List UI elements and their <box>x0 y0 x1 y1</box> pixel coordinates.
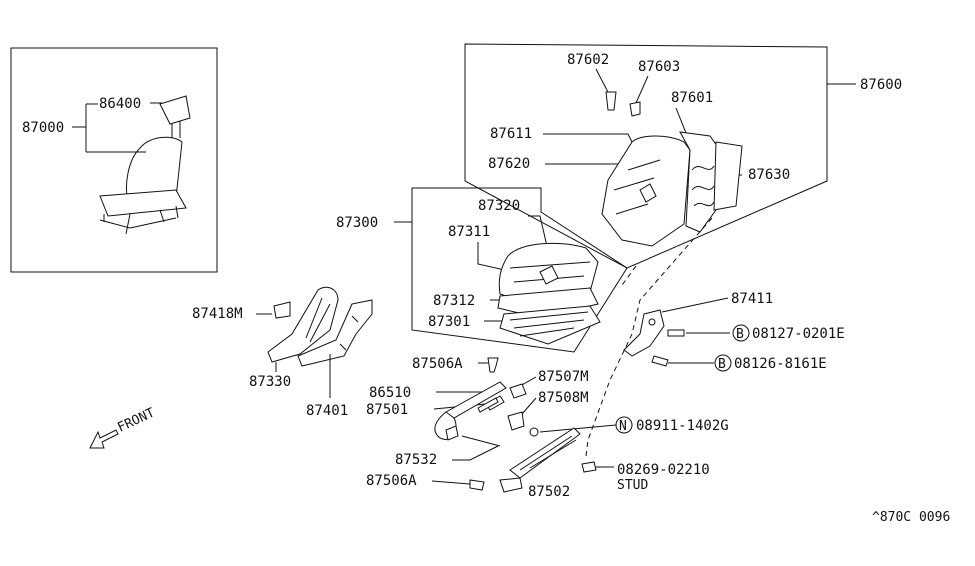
label-86400: 86400 <box>99 96 141 112</box>
marker-b-1 <box>732 324 750 342</box>
cushion-drawing <box>497 242 601 345</box>
label-08911: 08911-1402G <box>636 418 729 434</box>
label-87502: 87502 <box>528 484 570 500</box>
label-87000: 87000 <box>22 120 64 136</box>
part-08269-stud <box>581 461 597 473</box>
bolt-leaders <box>668 332 730 364</box>
label-87320: 87320 <box>478 198 520 214</box>
label-front: FRONT <box>115 405 157 435</box>
label-87620: 87620 <box>488 156 530 172</box>
label-08126: 08126-8161E <box>734 356 827 372</box>
label-87300: 87300 <box>336 215 378 231</box>
marker-b-2-text: B <box>718 357 726 372</box>
label-87401: 87401 <box>306 403 348 419</box>
seatback-drawing <box>601 91 743 247</box>
part-87506A-bot <box>469 479 485 491</box>
cushion-leaders <box>477 215 553 322</box>
label-86510: 86510 <box>369 385 411 401</box>
complete-seat-drawing <box>99 95 191 235</box>
label-87506A-top: 87506A <box>412 356 463 372</box>
seatback-leaders <box>543 68 742 189</box>
part-87532-wire <box>461 435 501 447</box>
label-08127: 08127-0201E <box>752 326 845 342</box>
marker-n-1-text: N <box>619 419 627 434</box>
label-87330: 87330 <box>249 374 291 390</box>
leader-87506A-bot <box>431 480 471 485</box>
label-87418M: 87418M <box>192 306 243 322</box>
part-87506A-top <box>487 357 499 373</box>
marker-b-1-text: B <box>736 327 744 342</box>
label-87506A-bot: 87506A <box>366 473 417 489</box>
label-87312: 87312 <box>433 293 475 309</box>
label-87602: 87602 <box>567 52 609 68</box>
leader-87411 <box>661 297 729 313</box>
label-stud: STUD <box>617 478 648 493</box>
label-87603: 87603 <box>638 59 680 75</box>
label-87507M: 87507M <box>538 369 589 385</box>
part-87418M <box>273 301 291 319</box>
label-87532: 87532 <box>395 452 437 468</box>
assembly-dashed-line-2 <box>619 265 637 289</box>
side-leaders <box>275 354 331 398</box>
leader-87000 <box>72 102 162 153</box>
leader-87508M <box>521 397 537 415</box>
label-87311: 87311 <box>448 224 490 240</box>
front-arrow-icon <box>89 429 119 449</box>
seatback-frame <box>464 43 828 269</box>
marker-b-2 <box>714 354 732 372</box>
seat-rail-drawing <box>499 427 581 493</box>
label-87600: 87600 <box>860 77 902 93</box>
assembly-dashed-line <box>585 217 713 457</box>
side-cover-drawing <box>267 286 373 367</box>
cushion-frame <box>411 187 628 353</box>
label-87601: 87601 <box>671 90 713 106</box>
label-87411: 87411 <box>731 291 773 307</box>
diagram-code: ^870C 0096 <box>872 510 950 525</box>
label-87301: 87301 <box>428 314 470 330</box>
label-87501: 87501 <box>366 402 408 418</box>
leader-08911 <box>539 424 617 433</box>
label-87611: 87611 <box>490 126 532 142</box>
recliner-bracket-drawing <box>623 309 685 367</box>
leader-87532 <box>452 445 499 461</box>
part-87508M <box>507 411 525 431</box>
part-08911 <box>529 427 539 437</box>
part-87507M <box>509 383 527 399</box>
label-08269: 08269-02210 <box>617 462 710 478</box>
slide-lever-drawing <box>434 381 507 441</box>
label-87630: 87630 <box>748 167 790 183</box>
label-87508M: 87508M <box>538 390 589 406</box>
assembly-frame <box>10 47 218 273</box>
